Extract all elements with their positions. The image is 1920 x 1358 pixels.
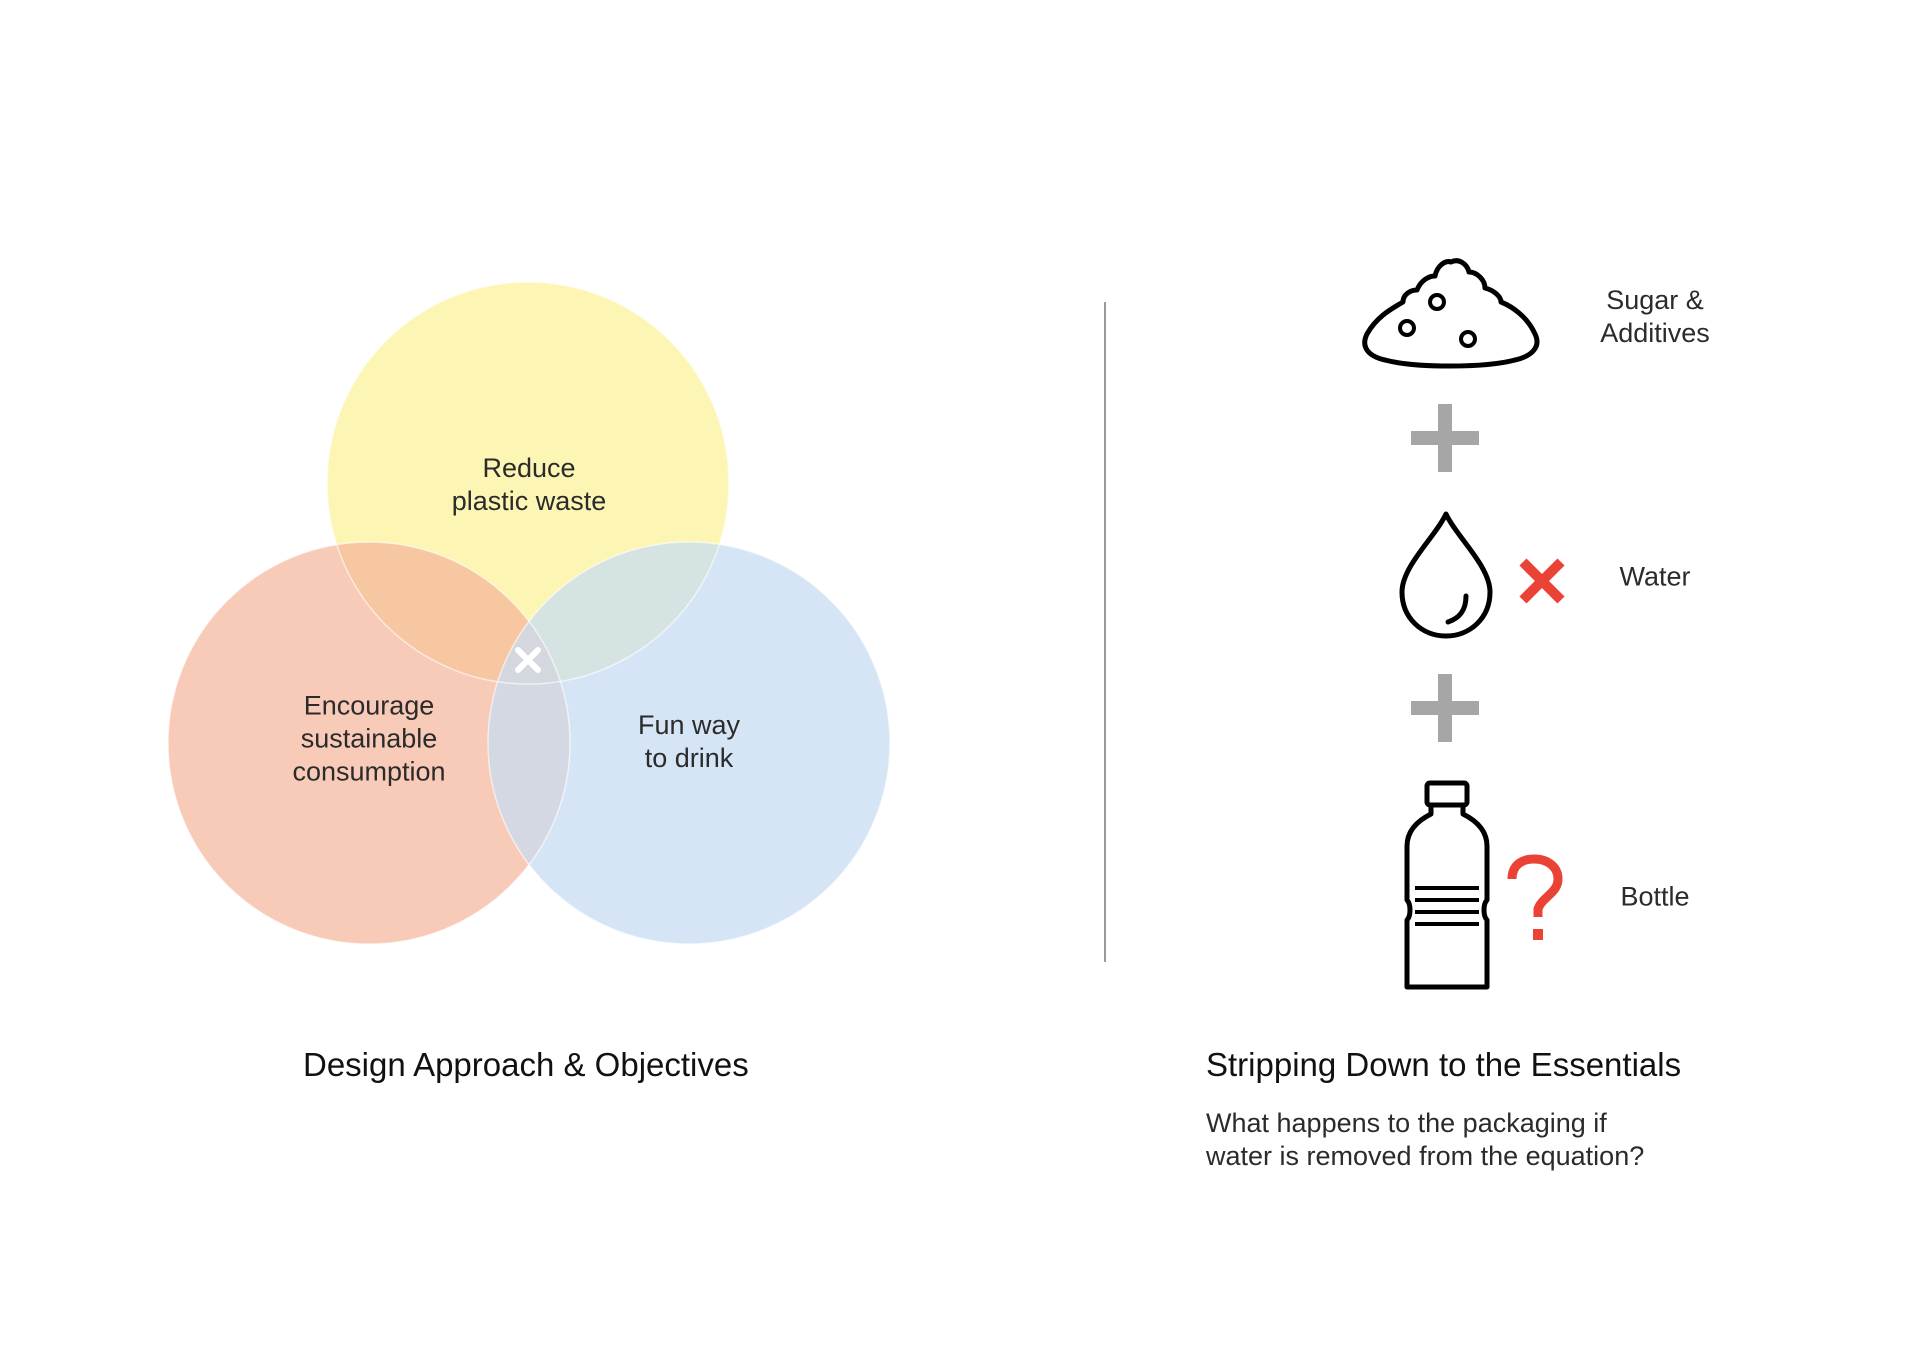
venn-label-top: Reduce plastic waste (452, 452, 607, 518)
plus-icon (1411, 674, 1479, 742)
water-x-mark-icon (1519, 558, 1565, 604)
venn-caption: Design Approach & Objectives (303, 1046, 749, 1083)
venn-label-line: consumption (292, 756, 446, 787)
venn-label-line: to drink (644, 743, 734, 773)
venn-label-line: Reduce (482, 453, 576, 483)
venn-outline-left (167, 541, 571, 945)
sugar-pile-icon (1362, 258, 1540, 369)
venn-label-right: Fun way to drink (638, 709, 740, 775)
venn-label-line: plastic waste (451, 486, 607, 516)
essentials-title: Stripping Down to the Essentials (1206, 1046, 1682, 1083)
bottle-label-line: Bottle (1620, 881, 1690, 912)
venn-outline-top (326, 281, 730, 685)
venn-label-line: sustainable (300, 723, 438, 754)
bottle-icon (1404, 780, 1490, 990)
venn-label-left: Encourage sustainable consumption (292, 690, 445, 789)
water-label-line: Water (1619, 561, 1691, 592)
question-mark-icon (1507, 854, 1563, 940)
essentials-subtitle-line: water is removed from the equation? (1206, 1141, 1645, 1171)
plus-icon (1411, 404, 1479, 472)
venn-label-line: Encourage (303, 690, 435, 721)
bottle-label: Bottle (1620, 881, 1689, 914)
venn-label-line: Fun way (637, 710, 741, 740)
water-label: Water (1619, 561, 1690, 594)
venn-circle-left (168, 542, 570, 944)
sugar-label-line: Sugar & (1606, 285, 1704, 315)
essentials-subtitle: What happens to the packaging if water i… (1206, 1107, 1644, 1173)
sugar-label: Sugar & Additives (1600, 284, 1710, 350)
venn-circle-right (488, 542, 890, 944)
water-drop-icon (1399, 511, 1493, 639)
venn-center-x-icon (515, 647, 541, 673)
venn-outline-right (487, 541, 891, 945)
sugar-label-line: Additives (1600, 318, 1710, 348)
essentials-subtitle-line: What happens to the packaging if (1206, 1108, 1607, 1138)
section-divider (1104, 302, 1106, 962)
